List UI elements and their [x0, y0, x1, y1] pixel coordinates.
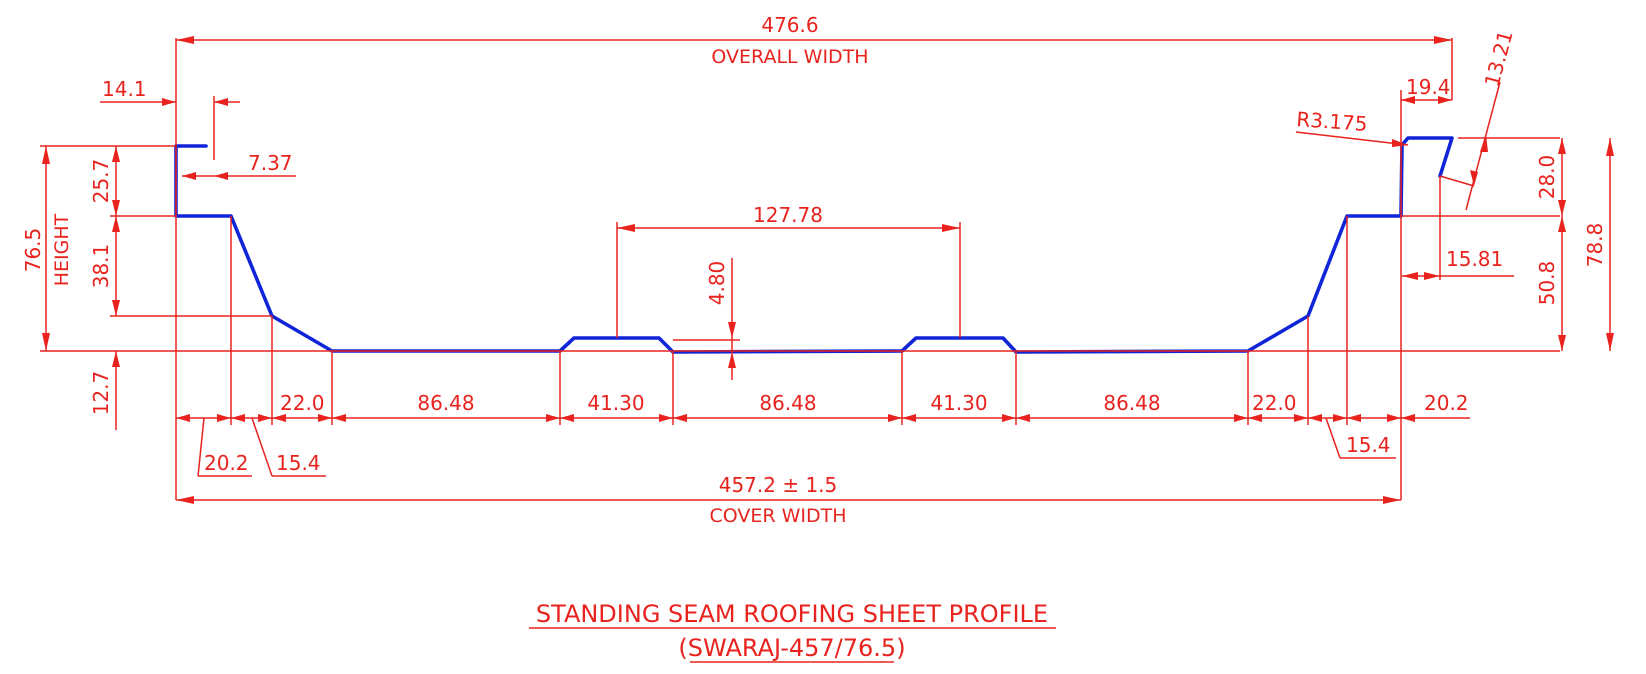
bottom-left-slope-value: 15.4	[276, 451, 321, 475]
bottom-dimension-chain: 22.0 86.48 41.30 86.48 41.30 86.48 22.0 …	[176, 391, 1470, 422]
mini-rib-height-value: 4.80	[705, 261, 729, 306]
radius-value: R3.175	[1296, 107, 1369, 136]
left-hook-dimension: 7.37	[182, 151, 296, 180]
right-seam-height-value: 28.0	[1535, 155, 1559, 200]
left-seam-height-dimension: 25.7	[89, 146, 120, 216]
bottom-right-slope-value: 15.4	[1346, 433, 1391, 457]
overall-width-label: OVERALL WIDTH	[711, 46, 868, 68]
left-rib-height-dimension: 38.1	[89, 216, 120, 316]
bottom-left-base-value: 20.2	[204, 451, 249, 475]
bottom-left-leaders: 20.2 15.4	[197, 417, 326, 477]
overall-width-value: 476.6	[761, 13, 818, 37]
left-lip-dimension: 14.1	[100, 77, 240, 160]
pan-offset-value: 12.7	[89, 371, 113, 416]
bottom-right-leader: 15.4	[1325, 417, 1396, 459]
drawing-title: STANDING SEAM ROOFING SHEET PROFILE	[536, 600, 1048, 628]
pan-3-value: 86.48	[1103, 391, 1160, 415]
right-top-dimension: 19.4	[1401, 75, 1452, 104]
radius-callout: R3.175	[1296, 107, 1409, 147]
drawing-subtitle: (SWARAJ-457/76.5)	[678, 634, 905, 662]
right-total-height-value: 78.8	[1583, 223, 1607, 268]
total-height-dimension: 76.5 HEIGHT	[21, 146, 73, 351]
left-rib-height-value: 38.1	[89, 244, 113, 289]
center-span-dimension: 127.78	[617, 203, 960, 232]
bottom-right-base-value: 20.2	[1424, 391, 1469, 415]
right-top-value: 19.4	[1406, 75, 1451, 99]
total-height-value: 76.5	[21, 228, 45, 273]
mini-rib-2-value: 41.30	[930, 391, 987, 415]
left-lip-value: 14.1	[102, 77, 147, 101]
drawing-title-block: STANDING SEAM ROOFING SHEET PROFILE (SWA…	[529, 600, 1056, 663]
right-rib-height-value: 50.8	[1535, 261, 1559, 306]
center-span-value: 127.78	[753, 203, 823, 227]
height-label: HEIGHT	[51, 213, 73, 286]
mini-rib-height-dimension: 4.80	[705, 258, 736, 380]
pan-2-value: 86.48	[759, 391, 816, 415]
right-seam-height-dimension: 28.0	[1535, 138, 1566, 216]
sheet-profile	[174, 136, 1454, 354]
overall-width-dimension: 476.6 OVERALL WIDTH	[176, 13, 1452, 68]
bottom-right-chamfer-value: 22.0	[1252, 391, 1297, 415]
cover-width-label: COVER WIDTH	[709, 505, 846, 527]
right-hook-dimension: 15.81	[1402, 176, 1514, 280]
cover-width-value: 457.2 ± 1.5	[719, 473, 838, 497]
extension-lines	[40, 38, 1560, 500]
pan-offset-dimension: 12.7	[89, 351, 120, 430]
right-rib-height-dimension: 50.8	[1535, 216, 1566, 351]
left-hook-value: 7.37	[248, 151, 293, 175]
cover-width-dimension: 457.2 ± 1.5 COVER WIDTH	[176, 473, 1401, 527]
pan-1-value: 86.48	[417, 391, 474, 415]
right-total-height-dimension: 78.8	[1583, 138, 1614, 351]
mini-rib-1-value: 41.30	[587, 391, 644, 415]
bottom-left-chamfer-value: 22.0	[280, 391, 325, 415]
left-seam-height-value: 25.7	[89, 159, 113, 204]
right-lip-value: 13.21	[1480, 28, 1518, 90]
right-hook-value: 15.81	[1446, 247, 1503, 271]
